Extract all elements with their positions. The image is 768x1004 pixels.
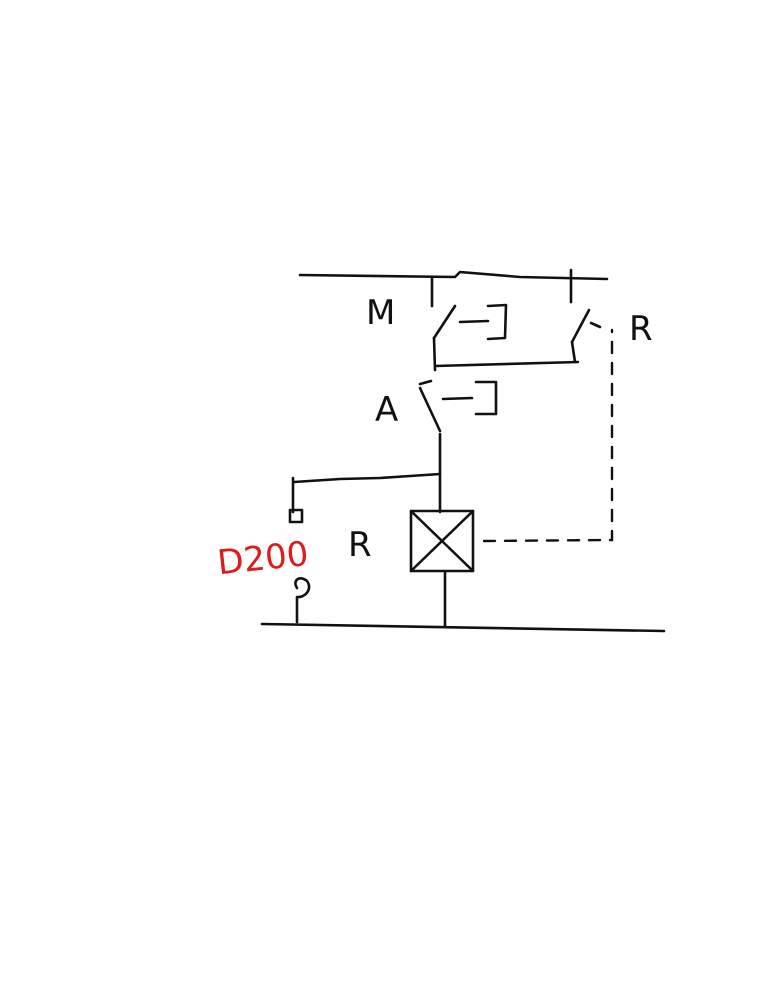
bottom-rail: [260, 622, 666, 633]
top-rail: [298, 268, 609, 308]
parallel-junction-wire: [432, 336, 580, 372]
sensor-d200: [288, 508, 311, 624]
mechanical-linkage-dashed: [482, 328, 614, 543]
label-a: A: [375, 390, 398, 430]
label-r-contact: R: [629, 309, 653, 349]
label-m: M: [366, 293, 395, 333]
coil-supply-wire: [291, 432, 442, 514]
label-r-coil: R: [348, 525, 372, 565]
m-pushbutton-switch: [432, 303, 508, 341]
label-d200: D200: [216, 534, 311, 583]
a-pushbutton-switch: [418, 379, 498, 433]
relay-coil: [409, 509, 475, 573]
r-holding-contact: [570, 308, 602, 364]
